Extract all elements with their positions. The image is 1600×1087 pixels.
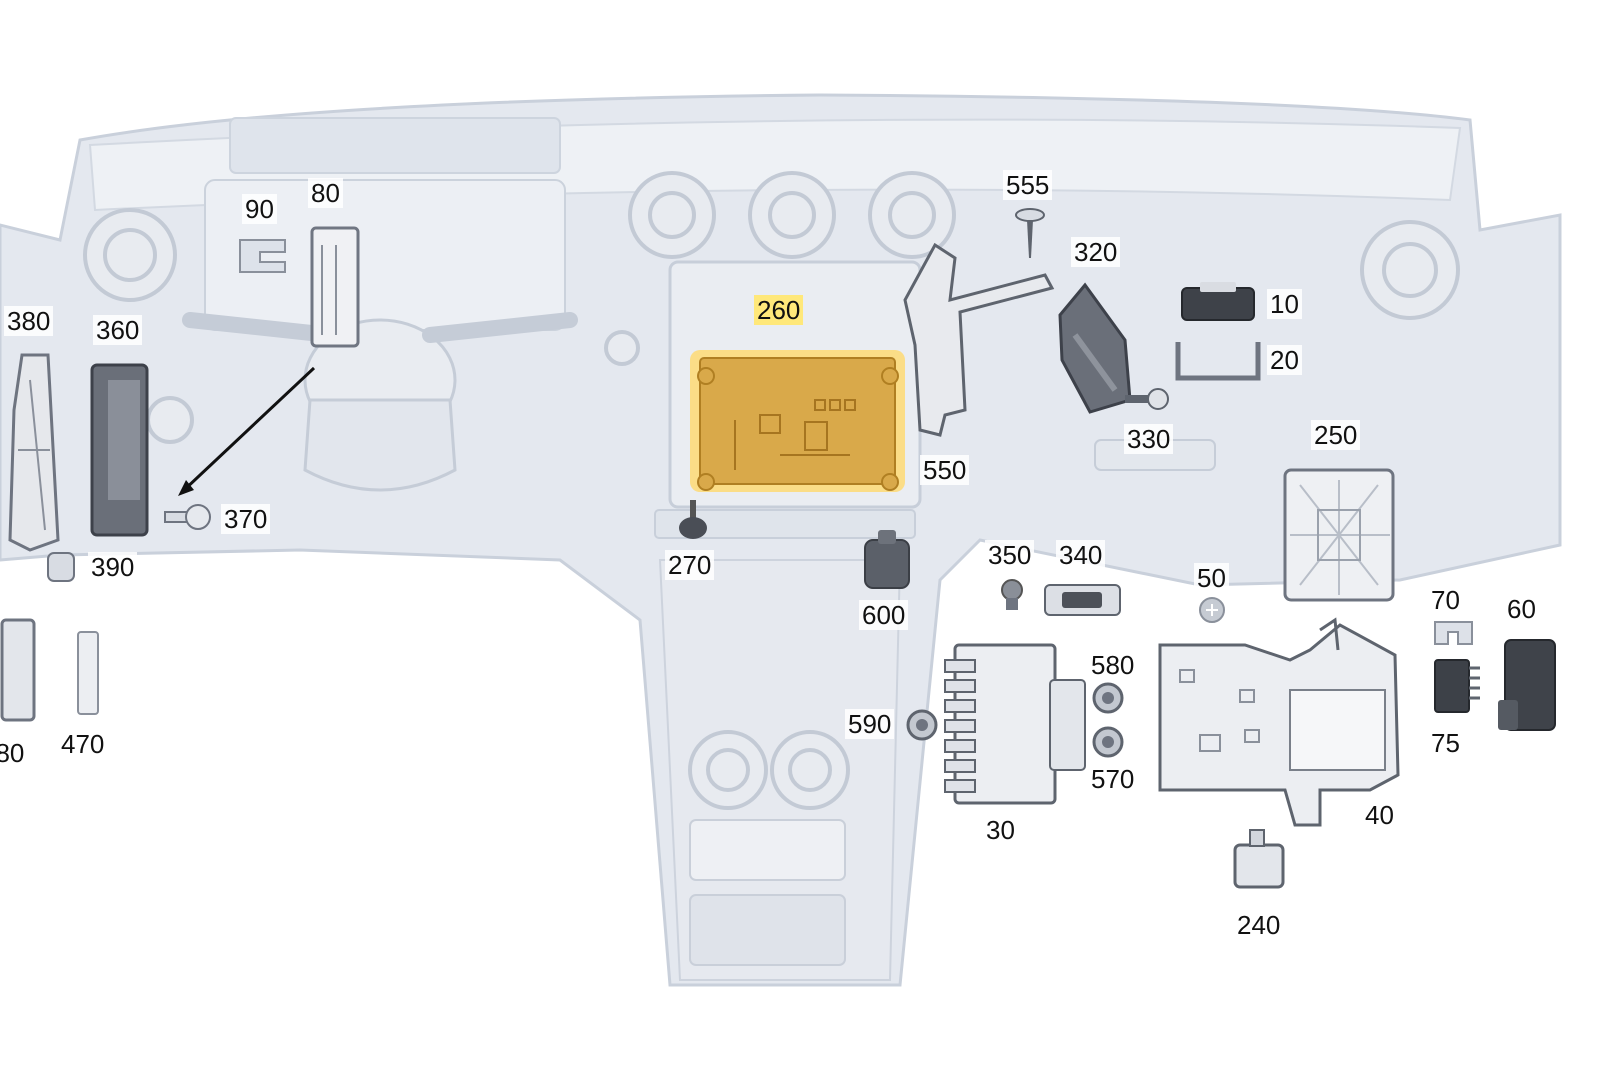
part-480-panel[interactable] [0,618,36,722]
label-75: 75 [1428,728,1463,758]
label-555: 555 [1003,170,1053,200]
label-570: 570 [1088,764,1138,794]
label-10: 10 [1267,289,1302,319]
part-260-control-unit[interactable] [690,350,905,492]
dashboard-background [0,93,1562,987]
part-340-sensor[interactable] [1044,584,1121,616]
part-270-screw[interactable] [679,500,707,539]
part-70-clip[interactable] [1434,621,1473,645]
part-350-stud[interactable] [1001,579,1023,610]
part-470-strip[interactable] [77,631,99,715]
part-20-bracket[interactable] [1175,342,1261,381]
label-90: 90 [242,194,277,224]
label-350: 350 [985,540,1035,570]
label-330: 330 [1124,424,1174,454]
part-555-screw[interactable] [1015,208,1045,258]
part-600-button[interactable] [864,530,910,589]
label-250: 250 [1311,420,1361,450]
label-320: 320 [1071,237,1121,267]
part-250-cover[interactable] [1283,468,1395,602]
label-370: 370 [221,504,271,534]
label-40: 40 [1362,800,1397,830]
label-20: 20 [1267,345,1302,375]
label-260: 260 [754,295,804,325]
assembly-arrow [178,366,316,496]
part-240-connector[interactable] [1233,829,1285,889]
part-90-clip[interactable] [239,239,286,273]
part-390-grommet[interactable] [47,552,75,582]
part-330-screw[interactable] [1125,388,1169,410]
part-50-clip[interactable] [1199,597,1225,623]
part-570-nut[interactable] [1092,726,1124,758]
part-380-bracket[interactable] [8,353,60,552]
part-75-connector[interactable] [1434,659,1480,713]
label-600: 600 [859,600,909,630]
label-360: 360 [93,315,143,345]
part-60-plug[interactable] [1498,639,1556,731]
label-480: 480 [0,738,28,768]
label-340: 340 [1056,540,1106,570]
label-30: 30 [983,815,1018,845]
label-470: 470 [58,729,108,759]
label-380: 380 [4,306,54,336]
label-590: 590 [845,709,895,739]
part-30-fuse-box[interactable] [944,643,1086,805]
label-70: 70 [1428,585,1463,615]
label-550: 550 [920,455,970,485]
label-390: 390 [88,552,138,582]
label-50: 50 [1194,563,1229,593]
part-590-nut[interactable] [906,709,938,741]
label-240: 240 [1234,910,1284,940]
part-580-nut[interactable] [1092,682,1124,714]
part-370-screw[interactable] [164,504,211,530]
part-10-switch[interactable] [1181,282,1255,321]
label-80: 80 [308,178,343,208]
part-80-module[interactable] [310,226,360,348]
label-580: 580 [1088,650,1138,680]
label-60: 60 [1504,594,1539,624]
label-270: 270 [665,550,715,580]
part-360-module[interactable] [90,363,149,537]
part-550-bracket[interactable] [903,242,1055,437]
part-40-carrier[interactable] [1158,617,1400,827]
